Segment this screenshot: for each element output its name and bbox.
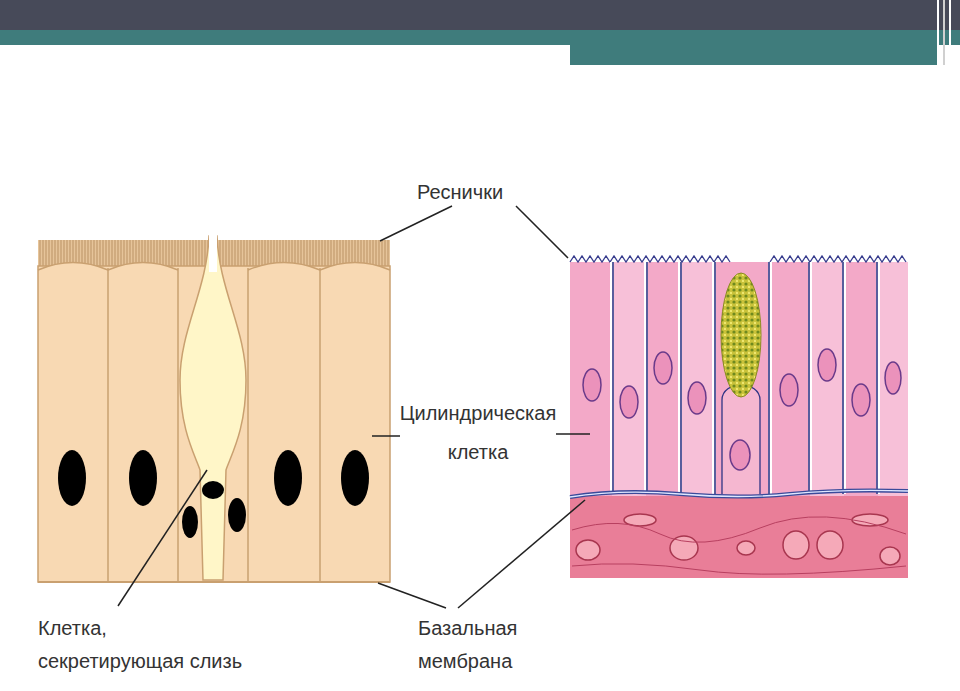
label-box: Клетка, секретирующая слизь (38, 612, 253, 678)
leader-lines (118, 206, 590, 608)
label-box: Реснички (400, 178, 520, 206)
part-label: Клетка, секретирующая слизь (38, 612, 253, 678)
part-label: Цилиндрическая клетка (390, 394, 566, 472)
label-box: Цилиндрическая клетка (390, 394, 566, 472)
part-label: Реснички (400, 178, 520, 206)
label-box: Базальная мембрана (418, 612, 568, 678)
schematic-epithelium (38, 232, 390, 582)
part-label: Базальная мембрана (418, 612, 568, 678)
histology-epithelium (570, 256, 908, 578)
slide-header (0, 0, 960, 65)
